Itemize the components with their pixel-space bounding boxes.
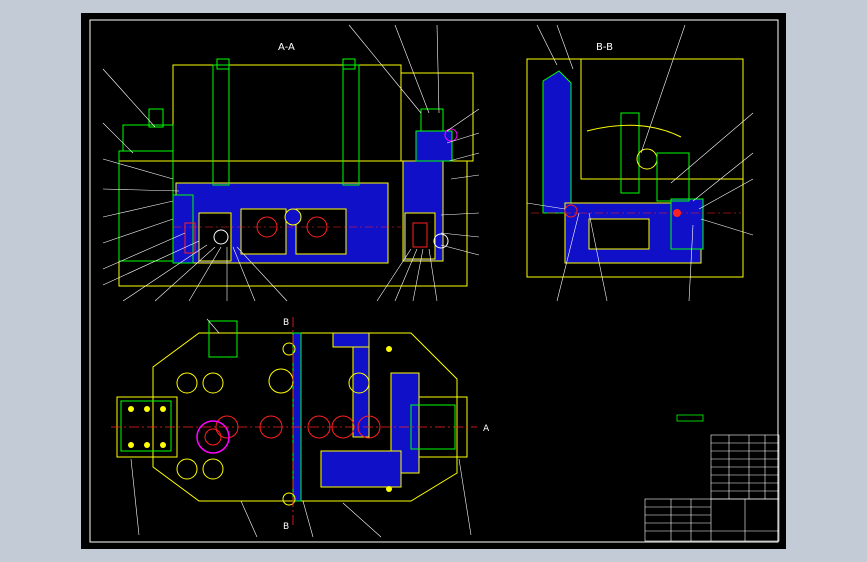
aa-spring-left: [184, 222, 196, 254]
plan-left-jaw: [120, 400, 172, 452]
bb-red-bore: [564, 204, 578, 218]
plan-center-rail: [292, 332, 302, 502]
plan-small-holes: [128, 346, 392, 492]
plan-blue-channel-side: [352, 346, 370, 438]
aa-pocket-3: [198, 212, 232, 262]
plan-top-clamp: [208, 320, 238, 358]
plan-view: B B A: [111, 317, 490, 538]
bb-right-block: [670, 198, 704, 250]
cut-a-label: A: [483, 424, 490, 434]
plan-bolt-circles: [176, 342, 370, 506]
aa-left-clamp: [122, 124, 174, 152]
bb-pocket: [588, 218, 650, 250]
technical-note: [676, 414, 704, 422]
bb-pivot: [636, 148, 658, 170]
cut-b-top-label: B: [283, 318, 289, 328]
drawing-sheet: A-A: [81, 13, 786, 549]
plan-outline: [152, 332, 458, 502]
aa-bore-3: [284, 208, 302, 226]
cad-drawing: A-A: [89, 19, 780, 543]
aa-pocket-2: [295, 208, 347, 255]
aa-column-right-cap: [342, 58, 356, 70]
title-block-table: [644, 498, 780, 542]
section-view-aa: A-A: [102, 24, 480, 302]
plan-main-bore-inner: [204, 428, 222, 446]
aa-right-knob: [444, 128, 458, 142]
aa-pocket-1: [240, 208, 287, 255]
plan-main-bore: [196, 420, 230, 454]
aa-pocket-4: [404, 212, 436, 260]
aa-column-right: [342, 64, 360, 186]
aa-leader-lines: [102, 24, 480, 302]
aa-spring-right: [412, 222, 428, 248]
section-aa-label: A-A: [278, 42, 295, 53]
bb-upper-frame: [580, 58, 744, 180]
sheet-frame: [89, 19, 779, 543]
aa-gear-right: [433, 233, 449, 249]
bb-clamp-box: [656, 152, 690, 202]
plan-blue-lower: [320, 450, 402, 488]
aa-left-clamp-top: [148, 108, 164, 128]
aa-left-body: [118, 150, 174, 262]
section-bb-label: B-B: [596, 42, 613, 53]
aa-gear-left: [213, 229, 229, 245]
bb-left-arm: [542, 70, 572, 214]
cut-b-bottom-label: B: [283, 522, 289, 532]
section-view-bb: B-B: [526, 24, 754, 302]
aa-upper-frame: [172, 64, 402, 162]
plan-blue-channel-top: [332, 332, 370, 348]
aa-column-left-cap: [216, 58, 230, 70]
title-block: [644, 434, 780, 542]
aa-clamp-section: [415, 130, 453, 162]
aa-column-left: [212, 64, 230, 186]
plan-leader-lines: [130, 318, 472, 538]
bb-leader-lines: [526, 24, 754, 302]
parts-list-rows: [711, 435, 779, 499]
title-block-rows: [645, 499, 779, 541]
bb-arc-guide: [586, 124, 682, 138]
aa-right-clamp-top: [420, 108, 444, 132]
